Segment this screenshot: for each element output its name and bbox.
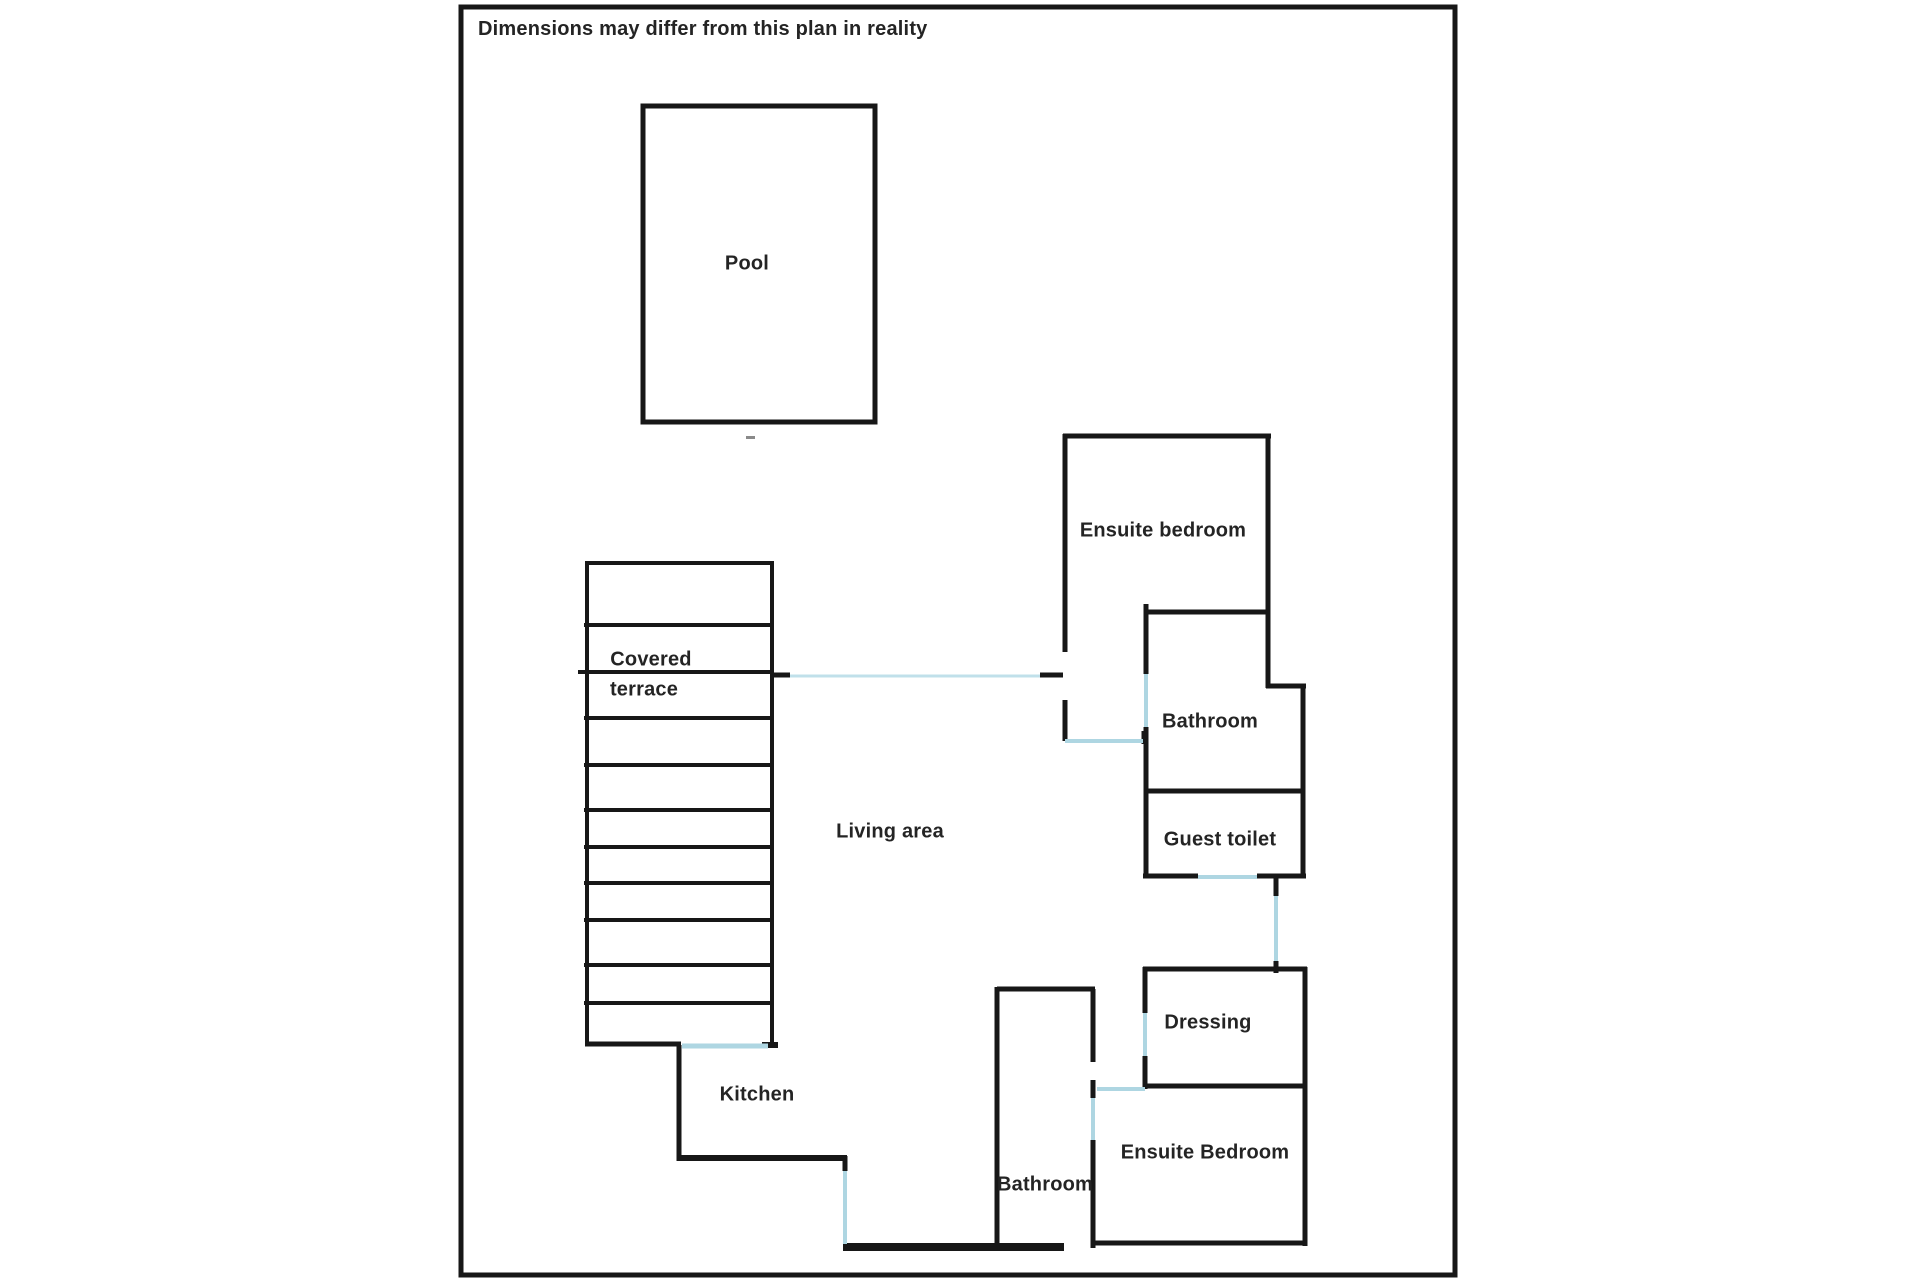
pool-outline [640, 103, 878, 425]
plan-outer-border [458, 4, 1458, 1278]
room-label-pool: Pool [724, 252, 770, 275]
room-label-dressing: Dressing [1164, 1011, 1252, 1034]
door-opening-lines [682, 674, 1278, 1244]
room-label-terrace: terrace [609, 678, 679, 701]
room-label-ensuite-bedroom-bottom: Ensuite Bedroom [1120, 1141, 1290, 1164]
room-label-bathroom-top: Bathroom [1161, 710, 1259, 733]
wall-lines [578, 433, 1308, 1251]
room-label-kitchen: Kitchen [719, 1083, 795, 1106]
room-label-covered: Covered [610, 648, 692, 671]
disclaimer-note: Dimensions may differ from this plan in … [478, 18, 928, 40]
room-label-bathroom-bottom: Bathroom [996, 1173, 1094, 1196]
room-label-ensuite-bedroom-top: Ensuite bedroom [1079, 519, 1247, 542]
stray-mark [746, 436, 755, 439]
room-label-guest-toilet: Guest toilet [1163, 828, 1277, 851]
room-label-living-area: Living area [836, 820, 944, 843]
